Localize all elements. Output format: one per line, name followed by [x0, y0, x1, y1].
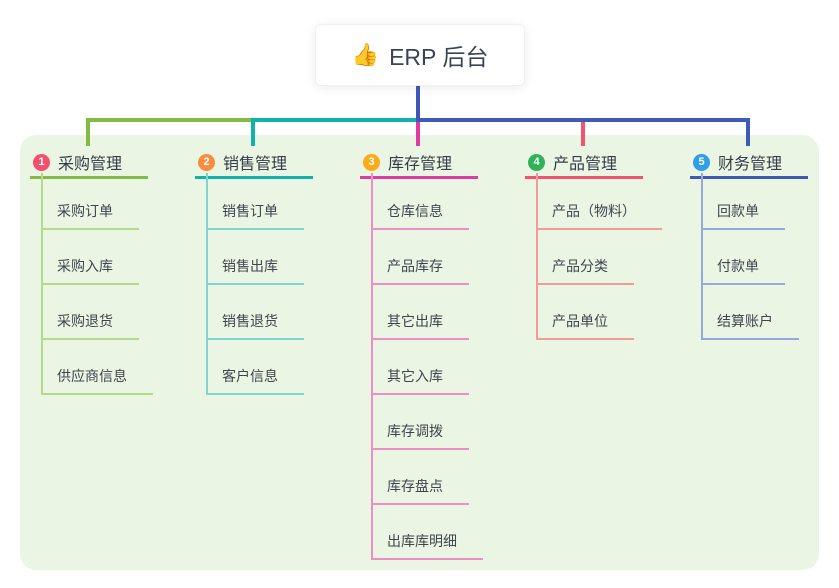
child-node[interactable]: 产品单位 [525, 285, 685, 340]
child-label: 采购订单 [41, 201, 139, 230]
child-label: 回款单 [701, 201, 785, 230]
branch-销售管理: 2 销售管理销售订单销售出库销售退货客户信息 [195, 148, 355, 395]
children-group: 回款单付款单结算账户 [690, 173, 839, 340]
children-group: 采购订单采购入库采购退货供应商信息 [30, 173, 190, 395]
child-node[interactable]: 产品库存 [360, 230, 520, 285]
connector-horizontal [416, 118, 750, 122]
branch-label: 销售管理 [223, 156, 288, 173]
child-node[interactable]: 其它入库 [360, 340, 520, 395]
child-label: 采购入库 [41, 256, 139, 285]
branch-label: 库存管理 [388, 156, 453, 173]
branch-label: 产品管理 [553, 156, 618, 173]
mindmap-canvas [20, 135, 819, 570]
connector-elbow [251, 118, 255, 146]
child-label: 付款单 [701, 256, 785, 285]
priority-badge: 5 [693, 153, 710, 171]
child-node[interactable]: 付款单 [690, 230, 839, 285]
connector-elbow [86, 118, 90, 146]
branch-node[interactable]: 5 财务管理 [690, 148, 808, 179]
child-node[interactable]: 采购订单 [30, 175, 190, 230]
children-connector-line [41, 173, 43, 393]
root-stem [416, 84, 420, 122]
child-node[interactable]: 销售退货 [195, 285, 355, 340]
child-label: 出库库明细 [371, 531, 483, 560]
branch-node[interactable]: 3 库存管理 [360, 148, 478, 179]
priority-badge: 4 [528, 153, 545, 171]
child-label: 其它出库 [371, 311, 469, 340]
child-node[interactable]: 供应商信息 [30, 340, 190, 395]
children-connector-line [206, 173, 208, 393]
child-node[interactable]: 其它出库 [360, 285, 520, 340]
child-label: 供应商信息 [41, 366, 153, 395]
child-label: 产品单位 [536, 311, 634, 340]
child-label: 销售出库 [206, 256, 304, 285]
connector-horizontal [251, 118, 420, 122]
connector-elbow [746, 118, 750, 146]
branch-node[interactable]: 1 采购管理 [30, 148, 148, 179]
child-label: 产品库存 [371, 256, 469, 285]
child-node[interactable]: 库存盘点 [360, 450, 520, 505]
child-node[interactable]: 结算账户 [690, 285, 839, 340]
child-label: 产品分类 [536, 256, 634, 285]
child-node[interactable]: 回款单 [690, 175, 839, 230]
children-group: 销售订单销售出库销售退货客户信息 [195, 173, 355, 395]
children-group: 产品（物料） 产品分类产品单位 [525, 173, 685, 340]
children-connector-line [536, 173, 538, 338]
child-node[interactable]: 产品分类 [525, 230, 685, 285]
root-node[interactable]: 👍 ERP 后台 [315, 24, 525, 86]
child-node[interactable]: 库存调拨 [360, 395, 520, 450]
child-node[interactable]: 采购入库 [30, 230, 190, 285]
child-label: 采购退货 [41, 311, 139, 340]
child-label: 库存调拨 [371, 421, 469, 450]
child-node[interactable]: 客户信息 [195, 340, 355, 395]
child-node[interactable]: 仓库信息 [360, 175, 520, 230]
child-node[interactable]: 产品（物料） [525, 175, 685, 230]
child-label: 其它入库 [371, 366, 469, 395]
branch-label: 采购管理 [58, 156, 123, 173]
child-node[interactable]: 出库库明细 [360, 505, 520, 560]
children-group: 仓库信息产品库存其它出库其它入库库存调拨库存盘点出库库明细 [360, 173, 520, 560]
child-node[interactable]: 采购退货 [30, 285, 190, 340]
thumbs-up-icon: 👍 [351, 42, 380, 67]
priority-badge: 3 [363, 153, 380, 171]
child-label: 销售退货 [206, 311, 304, 340]
child-label: 产品（物料） [536, 201, 662, 230]
children-connector-line [701, 173, 703, 338]
connector-elbow [581, 118, 585, 146]
priority-badge: 1 [33, 153, 50, 171]
child-node[interactable]: 销售出库 [195, 230, 355, 285]
children-connector-line [371, 173, 373, 558]
child-label: 结算账户 [701, 311, 799, 340]
branch-产品管理: 4 产品管理产品（物料） 产品分类产品单位 [525, 148, 685, 340]
priority-badge: 2 [198, 153, 215, 171]
child-node[interactable]: 销售订单 [195, 175, 355, 230]
root-title: ERP 后台 [389, 44, 489, 70]
child-label: 库存盘点 [371, 476, 469, 505]
branch-node[interactable]: 4 产品管理 [525, 148, 643, 179]
branch-采购管理: 1 采购管理采购订单采购入库采购退货供应商信息 [30, 148, 190, 395]
branch-label: 财务管理 [718, 156, 783, 173]
branch-node[interactable]: 2 销售管理 [195, 148, 313, 179]
child-label: 仓库信息 [371, 201, 469, 230]
branch-库存管理: 3 库存管理仓库信息产品库存其它出库其它入库库存调拨库存盘点出库库明细 [360, 148, 520, 560]
child-label: 销售订单 [206, 201, 304, 230]
child-label: 客户信息 [206, 366, 304, 395]
branch-财务管理: 5 财务管理回款单付款单结算账户 [690, 148, 839, 340]
connector-elbow [416, 118, 420, 146]
